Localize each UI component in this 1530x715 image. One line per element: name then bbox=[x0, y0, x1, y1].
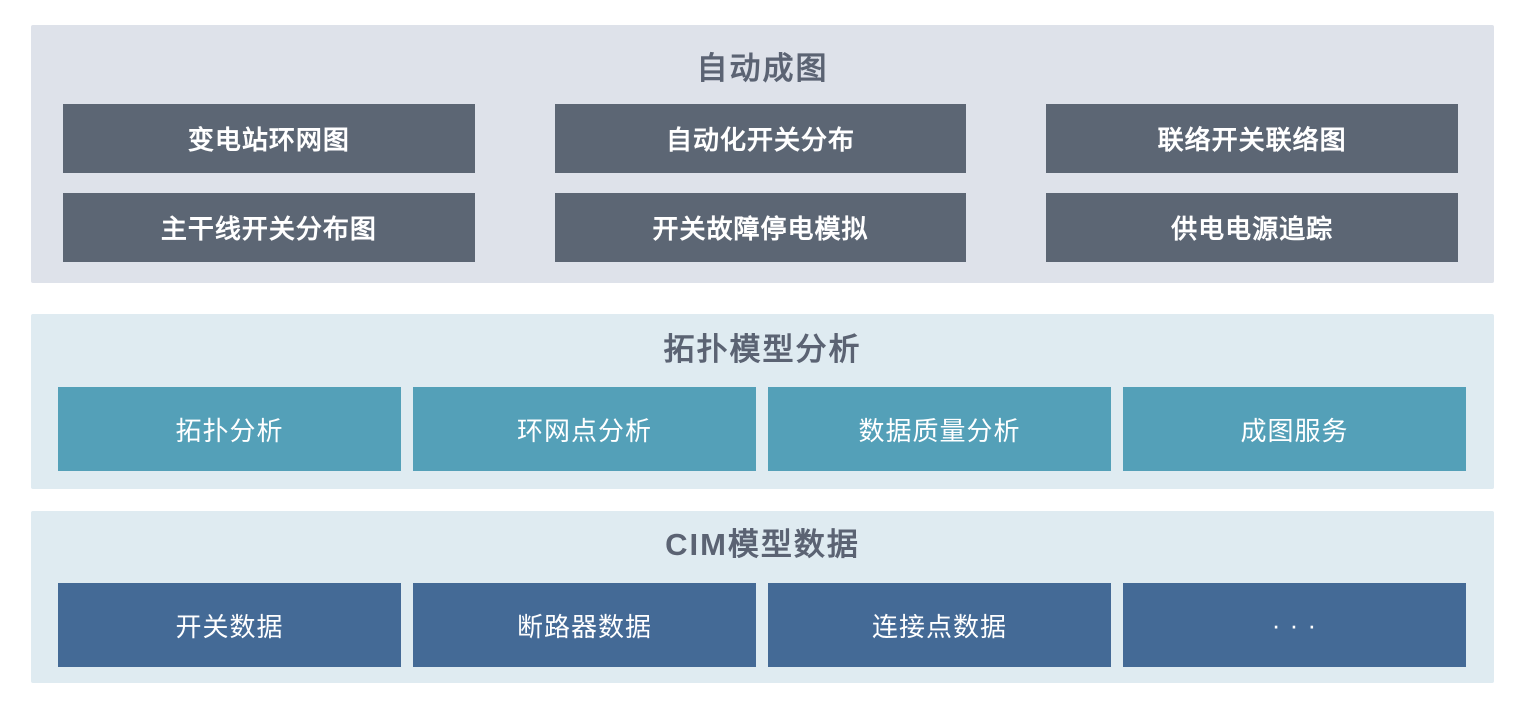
diagram-box-switch-fault-outage-simulation: 开关故障停电模拟 bbox=[554, 193, 967, 262]
diagram-box-ring-point-analysis: 环网点分析 bbox=[413, 387, 756, 471]
section-title-cim-model-data: CIM模型数据 bbox=[665, 527, 860, 562]
diagram-box-power-source-tracing: 供电电源追踪 bbox=[1046, 193, 1458, 262]
diagram-box-diagram-service: 成图服务 bbox=[1123, 387, 1466, 471]
diagram-box-connection-point-data: 连接点数据 bbox=[768, 583, 1111, 667]
diagram-box-breaker-data: 断路器数据 bbox=[413, 583, 756, 667]
diagram-box-topology-analysis: 拓扑分析 bbox=[58, 387, 401, 471]
section-cim-model-data: CIM模型数据 开关数据 断路器数据 连接点数据 · · · bbox=[31, 511, 1494, 683]
topology-box-row: 拓扑分析 环网点分析 数据质量分析 成图服务 bbox=[58, 387, 1466, 471]
diagram-box-automated-switch-distribution: 自动化开关分布 bbox=[554, 104, 967, 173]
diagram-box-tie-switch-connection-diagram: 联络开关联络图 bbox=[1046, 104, 1458, 173]
section-title-auto-diagram: 自动成图 bbox=[696, 51, 829, 86]
section-auto-diagram: 自动成图 变电站环网图 自动化开关分布 联络开关联络图 主干线开关分布图 开关故… bbox=[31, 25, 1494, 283]
diagram-box-substation-ring-diagram: 变电站环网图 bbox=[63, 104, 475, 173]
section-title-topology-model-analysis: 拓扑模型分析 bbox=[663, 332, 862, 367]
diagram-box-data-quality-analysis: 数据质量分析 bbox=[768, 387, 1111, 471]
diagram-box-more-ellipsis: · · · bbox=[1123, 583, 1466, 667]
diagram-box-switch-data: 开关数据 bbox=[58, 583, 401, 667]
cim-data-box-row: 开关数据 断路器数据 连接点数据 · · · bbox=[58, 583, 1466, 667]
diagram-box-trunk-line-switch-distribution: 主干线开关分布图 bbox=[63, 193, 475, 262]
auto-diagram-box-grid: 变电站环网图 自动化开关分布 联络开关联络图 主干线开关分布图 开关故障停电模拟… bbox=[63, 104, 1458, 262]
section-topology-model-analysis: 拓扑模型分析 拓扑分析 环网点分析 数据质量分析 成图服务 bbox=[31, 314, 1494, 489]
